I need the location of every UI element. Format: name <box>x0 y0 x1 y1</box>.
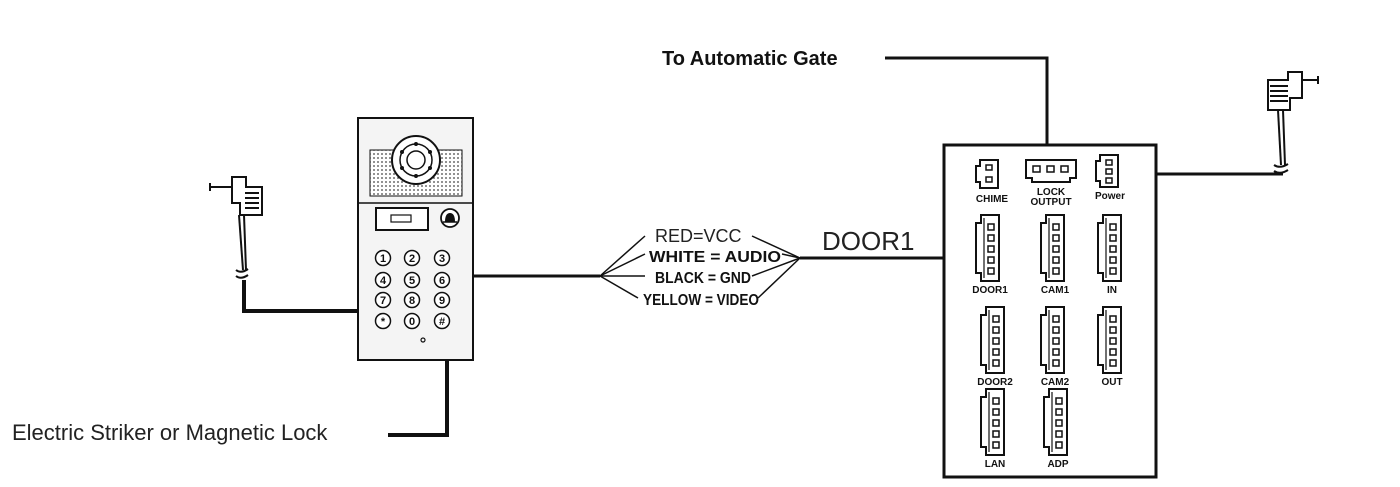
chime-port-label: CHIME <box>976 194 1009 205</box>
power-port-label: Power <box>1095 191 1125 202</box>
keypad-key-label: * <box>381 316 386 328</box>
keypad-key: 6 <box>433 271 451 289</box>
keypad-key: 3 <box>433 249 451 267</box>
keypad-key-label: 8 <box>409 295 415 307</box>
gate-wire <box>885 56 1049 155</box>
cam1-port-label: CAM1 <box>1041 285 1070 296</box>
keypad-key: # <box>433 312 451 330</box>
door2-port-label: DOOR2 <box>977 377 1013 388</box>
in-port-label: IN <box>1107 285 1117 296</box>
door2-port: DOOR2 <box>977 306 1013 388</box>
keypad-key-label: 2 <box>409 253 415 265</box>
keypad-key: 4 <box>374 271 392 289</box>
out-port-label: OUT <box>1101 377 1122 388</box>
door-station: 1 2 3 4 5 6 7 8 9 * 0 # <box>357 117 474 361</box>
keypad-key-label: 3 <box>439 253 445 265</box>
keypad-key: * <box>374 312 392 330</box>
keypad-key: 8 <box>403 291 421 309</box>
keypad-key-label: 5 <box>409 275 415 287</box>
keypad: 1 2 3 4 5 6 7 8 9 * 0 # <box>374 249 451 330</box>
lock-label: Electric Striker or Magnetic Lock <box>12 420 328 445</box>
keypad-key-label: 4 <box>380 275 387 287</box>
power-wire-left <box>242 280 358 313</box>
keypad-key: 0 <box>403 312 421 330</box>
power-adapter-right-icon <box>1267 71 1319 174</box>
keypad-key-label: 0 <box>409 316 415 328</box>
keypad-key: 5 <box>403 271 421 289</box>
keypad-key: 1 <box>374 249 392 267</box>
keypad-key-label: 7 <box>380 295 386 307</box>
door1-wire-label: DOOR1 <box>822 226 914 256</box>
lock-output-port: LOCK OUTPUT <box>1025 159 1077 208</box>
keypad-key-label: 9 <box>439 295 445 307</box>
keypad-key-label: 6 <box>439 275 445 287</box>
lock-output-label-line1: LOCK <box>1037 187 1066 198</box>
lan-port: LAN <box>980 388 1006 470</box>
adp-port-label: ADP <box>1047 459 1068 470</box>
wire-white-label: WHITE = AUDIO <box>649 249 781 266</box>
lan-port-label: LAN <box>985 459 1006 470</box>
keypad-key: 7 <box>374 291 392 309</box>
wire-red-label: RED=VCC <box>655 226 742 246</box>
cam2-port-label: CAM2 <box>1041 377 1070 388</box>
door1-port: DOOR1 <box>972 214 1008 296</box>
keypad-key-label: # <box>439 316 445 328</box>
wire-yellow-label: YELLOW = VIDEO <box>643 292 759 309</box>
gate-label: To Automatic Gate <box>662 48 838 70</box>
cam1-port: CAM1 <box>1040 214 1070 296</box>
camera-lens-icon <box>391 135 441 185</box>
chime-port: CHIME <box>975 159 1009 205</box>
cam2-port: CAM2 <box>1040 306 1070 388</box>
keypad-key: 2 <box>403 249 421 267</box>
lock-output-label-line2: OUTPUT <box>1030 197 1071 208</box>
adp-port: ADP <box>1043 388 1069 470</box>
power-port: Power <box>1095 154 1125 202</box>
out-port: OUT <box>1097 306 1123 388</box>
power-adapter-left-icon <box>209 176 263 279</box>
keypad-key: 9 <box>433 291 451 309</box>
in-port: IN <box>1097 214 1122 296</box>
bell-icon <box>440 208 460 228</box>
card-reader-icon <box>375 207 429 231</box>
lock-wire <box>388 360 449 437</box>
microphone-hole <box>420 337 426 343</box>
wire-black-label: BLACK = GND <box>655 270 751 287</box>
door1-port-label: DOOR1 <box>972 285 1008 296</box>
keypad-key-label: 1 <box>380 253 386 265</box>
